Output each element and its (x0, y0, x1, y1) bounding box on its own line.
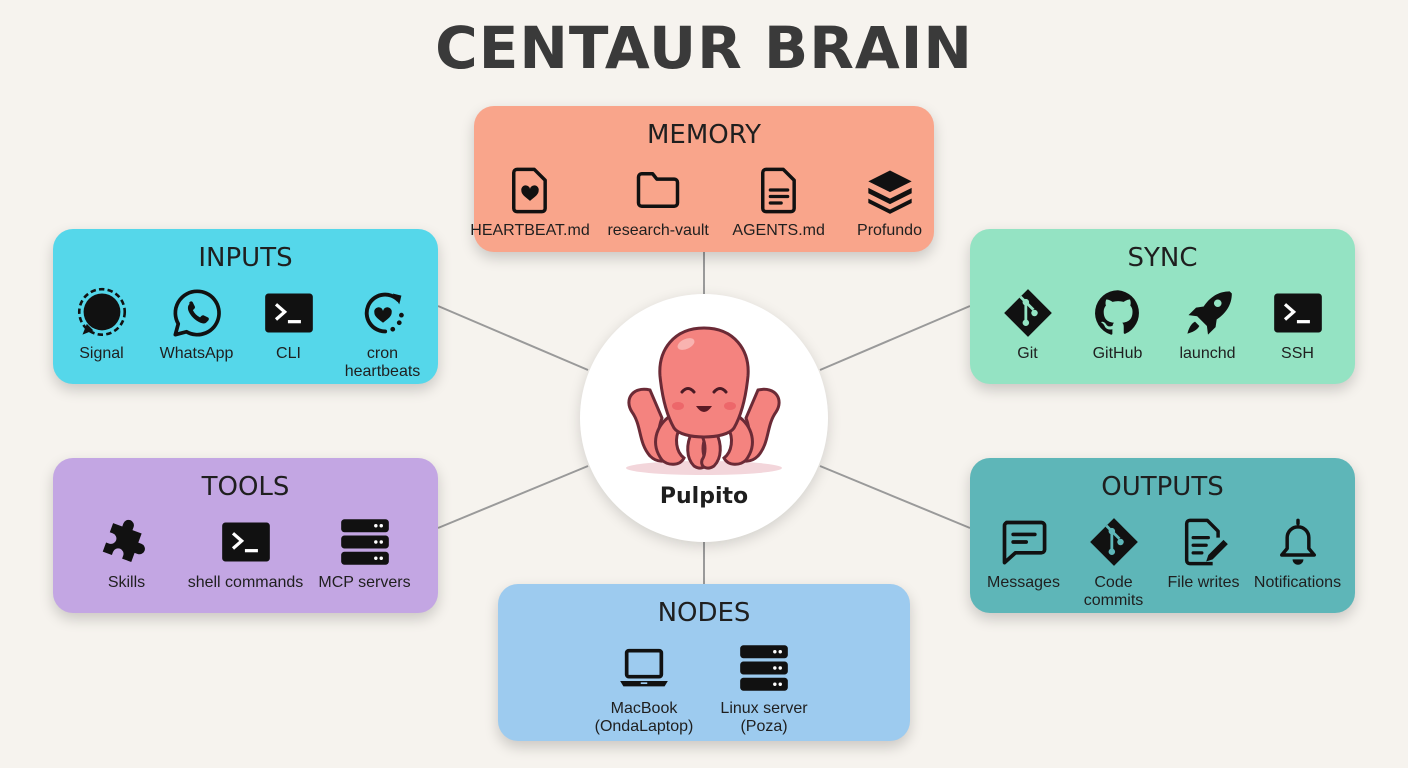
bell-icon (1279, 518, 1316, 565)
server-icon (340, 519, 389, 565)
heart-refresh-icon (364, 292, 404, 334)
server-icon (740, 645, 788, 691)
memory-heading: MEMORY (646, 120, 762, 150)
sync-item-label: launchd (1179, 345, 1236, 362)
center-name: Pulpito (659, 484, 749, 509)
inputs-item-label: CLI (276, 345, 301, 362)
tools-item-label: Skills (107, 574, 146, 591)
github-icon (1094, 290, 1139, 335)
outputs-item-label: Code commits (1083, 574, 1144, 609)
signal-icon (77, 287, 126, 336)
inputs-item-label: Signal (79, 345, 124, 362)
sync-item-github: GitHub (1080, 287, 1156, 363)
sync-item-label: GitHub (1092, 345, 1143, 362)
memory-card: MEMORY HEARTBEAT.md research-vault AGENT… (470, 106, 934, 252)
message-icon (1002, 520, 1046, 565)
memory-item-label: research-vault (607, 222, 709, 239)
git-icon (1089, 518, 1138, 566)
rocket-icon (1186, 291, 1232, 335)
nodes-heading: NODES (657, 598, 751, 628)
puzzle-icon (102, 519, 145, 562)
inputs-item-whatsapp: WhatsApp (154, 287, 240, 381)
inputs-item-label: cron heartbeats (344, 345, 421, 380)
sync-item-label: Git (1017, 345, 1038, 362)
terminal-icon (221, 522, 270, 562)
whatsapp-icon (172, 289, 221, 337)
sync-item-git: Git (990, 287, 1066, 363)
outputs-item-messages: Messages (980, 516, 1068, 610)
inputs-item-label: WhatsApp (159, 345, 234, 362)
nodes-card: NODES MacBook (OndaLaptop) Linux server … (498, 584, 910, 741)
nodes-item-label: MacBook (OndaLaptop) (594, 700, 694, 735)
inputs-item-cron: cron heartbeats (338, 287, 428, 381)
outputs-item-file-writes: File writes (1160, 516, 1248, 610)
sync-item-ssh: SSH (1260, 287, 1336, 363)
memory-item-agents: AGENTS.md (730, 164, 827, 240)
layers-icon (867, 170, 912, 214)
terminal-icon (1273, 293, 1322, 333)
memory-item-research-vault: research-vault (604, 164, 712, 240)
tools-item-skills: Skills (77, 516, 177, 592)
outputs-item-notifications: Notifications (1250, 516, 1346, 610)
inputs-heading: INPUTS (198, 243, 293, 273)
outputs-heading: OUTPUTS (1101, 472, 1224, 502)
tools-heading: TOOLS (201, 472, 290, 502)
sync-item-label: SSH (1281, 345, 1314, 362)
tools-item-label: shell commands (187, 574, 304, 591)
tools-item-mcp: MCP servers (315, 516, 415, 592)
sync-item-launchd: launchd (1170, 287, 1246, 363)
terminal-icon (264, 293, 313, 333)
nodes-item-linux-server: Linux server (Poza) (709, 642, 819, 736)
memory-item-profundo: Profundo (845, 164, 934, 240)
outputs-item-label: File writes (1167, 574, 1240, 591)
octopus-icon (626, 326, 782, 475)
file-edit-icon (1184, 518, 1228, 566)
tools-item-shell: shell commands (185, 516, 307, 592)
tools-card: TOOLS Skills shell commands MCP servers (53, 458, 438, 613)
diagram-title: CENTAUR BRAIN (435, 14, 973, 82)
file-heart-icon (512, 167, 547, 214)
tools-item-label: MCP servers (318, 574, 411, 591)
memory-item-label: Profundo (857, 222, 922, 239)
nodes-item-label: Linux server (Poza) (720, 700, 808, 735)
nodes-item-macbook: MacBook (OndaLaptop) (589, 642, 699, 736)
laptop-icon (620, 648, 668, 687)
outputs-item-code-commits: Code commits (1070, 516, 1158, 610)
inputs-card: INPUTS Signal WhatsApp CLI cron heartbea… (53, 229, 438, 384)
folder-icon (636, 172, 680, 208)
inputs-item-signal: Signal (64, 287, 140, 381)
outputs-item-label: Notifications (1253, 574, 1342, 591)
memory-item-heartbeat: HEARTBEAT.md (470, 164, 590, 240)
document-icon (760, 167, 796, 214)
outputs-item-label: Messages (987, 574, 1060, 591)
memory-item-label: AGENTS.md (732, 222, 825, 239)
inputs-item-cli: CLI (254, 287, 324, 381)
center-node: Pulpito (580, 294, 828, 542)
memory-item-label: HEARTBEAT.md (470, 222, 590, 239)
sync-heading: SYNC (1127, 243, 1198, 273)
git-icon (1003, 289, 1052, 337)
outputs-card: OUTPUTS Messages Code commits File write… (970, 458, 1355, 613)
sync-card: SYNC Git GitHub launchd SSH (970, 229, 1355, 384)
